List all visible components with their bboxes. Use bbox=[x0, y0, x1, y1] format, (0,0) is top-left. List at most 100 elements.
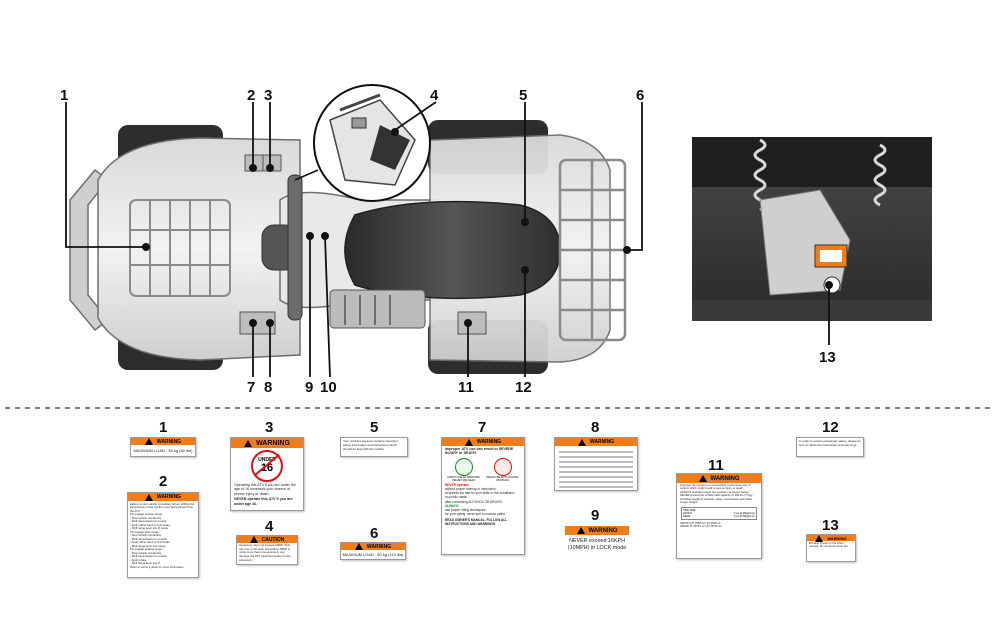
callout-1: 1 bbox=[60, 87, 68, 104]
under-16-icon: UNDER 16 bbox=[251, 450, 283, 482]
label-number-7: 7 bbox=[478, 419, 486, 436]
label-11-rear-pressure: 7 psi (0.49kgf/cm²) bbox=[733, 514, 755, 518]
callout-13: 13 bbox=[819, 349, 836, 366]
label-11-header: WARNING bbox=[710, 475, 740, 482]
callout-11: 11 bbox=[458, 379, 474, 396]
no-alcohol-icon bbox=[493, 457, 512, 476]
label-7-never: NEVER operate: bbox=[445, 482, 470, 487]
warning-label-8: WARNING bbox=[554, 437, 638, 491]
label-number-11: 11 bbox=[708, 457, 724, 474]
label-number-8: 8 bbox=[591, 419, 599, 436]
label-12-text: In order to ensure passenger safety, ple… bbox=[799, 439, 861, 447]
helmet-icon bbox=[454, 457, 473, 476]
label-numbers: 1 2 3 4 5 6 7 8 9 11 12 13 bbox=[159, 419, 839, 542]
warning-label-6: WARNING MAXIMUM LOAD : 50 kg (110 lbs) bbox=[340, 542, 406, 560]
decal-7-spot bbox=[239, 311, 276, 335]
label-9-header: WARNING bbox=[588, 527, 618, 534]
callout-numbers: 1 2 3 4 5 6 7 8 9 10 11 12 13 bbox=[60, 87, 836, 396]
label-7-footer: READ OWNER'S MANUAL. FOLLOW ALL INSTRUCT… bbox=[445, 518, 508, 527]
label-number-9: 9 bbox=[591, 507, 599, 524]
label-number-6: 6 bbox=[370, 525, 378, 542]
label-number-12: 12 bbox=[822, 419, 839, 436]
label-5-text: Your vehicle's keysets contains importan… bbox=[343, 439, 398, 451]
warning-label-2: WARNING Failure to stop vehicle complete… bbox=[127, 492, 199, 578]
label-11-front-pressure: 7 psi (0.49kgf/cm²) bbox=[733, 511, 755, 515]
label-11-sizes: (FRONT) AT 25X8-12 / AT 25X8-12 (REAR) A… bbox=[680, 521, 722, 529]
callout-8: 8 bbox=[264, 379, 272, 396]
warning-triangle-icon bbox=[464, 438, 473, 446]
handlebar bbox=[287, 174, 303, 321]
warning-label-9: WARNING NEVER exceed 16KPH (10MPH) in LO… bbox=[565, 526, 629, 556]
label-13-text: Exhaust system is hot when running. Do n… bbox=[809, 541, 849, 549]
label-7-always: ALWAYS: bbox=[445, 503, 460, 508]
callout-4: 4 bbox=[430, 87, 439, 104]
label-7-icon-b: NEVER USE WITH ALCOHOL OR DRUGS bbox=[486, 475, 519, 482]
zoom-inset bbox=[294, 84, 431, 202]
caution-label-4: CAUTION Accessory must not exceed 100W. … bbox=[236, 535, 298, 565]
warning-label-1: WARNING MAXIMUM LOAD : 35 kg (80 lbs) bbox=[130, 437, 196, 457]
warning-triangle-icon bbox=[244, 439, 253, 447]
warning-triangle-icon bbox=[577, 438, 586, 446]
label-number-3: 3 bbox=[265, 419, 273, 436]
label-11-rear: REAR bbox=[683, 514, 691, 518]
label-number-13: 13 bbox=[822, 517, 839, 534]
atv-top-view bbox=[69, 120, 627, 374]
callout-5: 5 bbox=[519, 87, 527, 104]
label-13-header: WARNING bbox=[827, 535, 847, 541]
label-11-tire-label: TIRE SIZE: bbox=[683, 508, 697, 512]
label-2-header: WARNING bbox=[156, 494, 182, 500]
label-9-line-1: NEVER exceed 16KPH bbox=[568, 538, 626, 544]
label-7-bullet-6: for your safety, never turn on narrow pa… bbox=[445, 512, 506, 517]
label-number-2: 2 bbox=[159, 473, 167, 490]
label-7-icon-a: ALWAYS USE AN APPROVED HELMET AND GEAR bbox=[447, 475, 480, 482]
callout-12: 12 bbox=[515, 379, 532, 396]
label-4-text: Accessory must not exceed 100W. Only use… bbox=[239, 543, 291, 562]
warning-triangle-icon bbox=[576, 527, 585, 534]
label-number-5: 5 bbox=[370, 419, 378, 436]
callout-9: 9 bbox=[305, 379, 313, 396]
label-1-header: WARNING bbox=[156, 438, 182, 445]
callout-dots bbox=[142, 128, 833, 327]
warning-triangle-icon bbox=[698, 475, 707, 482]
label-2-text: Failure to stop vehicle completely befor… bbox=[130, 502, 195, 569]
info-label-12: In order to ensure passenger safety, ple… bbox=[796, 437, 864, 457]
label-number-1: 1 bbox=[159, 419, 167, 436]
under-text: UNDER bbox=[258, 457, 276, 463]
warning-triangle-icon bbox=[815, 535, 824, 542]
label-number-4: 4 bbox=[265, 518, 274, 535]
callout-6: 6 bbox=[636, 87, 644, 104]
label-3-never: NEVER operate this ATV if you are under … bbox=[234, 497, 293, 506]
label-1-text: MAXIMUM LOAD : 35 kg (80 lbs) bbox=[133, 448, 193, 453]
label-7-bullet-2: at speeds too fast for your skills or th… bbox=[445, 491, 515, 496]
label-7-bullet-1: without proper training or instruction. bbox=[445, 487, 497, 492]
callout-2: 2 bbox=[247, 87, 255, 104]
label-11-text: Improper tire pressure or overloading co… bbox=[680, 483, 754, 505]
label-11-front: FRONT bbox=[683, 511, 692, 515]
callout-3: 3 bbox=[264, 87, 272, 104]
label-6-text: MAXIMUM LOAD : 50 kg (110 lbs) bbox=[342, 552, 404, 557]
front-body bbox=[97, 137, 301, 361]
warning-triangle-icon bbox=[144, 493, 153, 501]
callout-10: 10 bbox=[320, 379, 337, 396]
warning-label-7: WARNING Improper ATV use can result in S… bbox=[441, 437, 525, 555]
label-7-lead: Improper ATV use can result in SEVERE IN… bbox=[445, 447, 514, 456]
label-3-header: WARNING bbox=[256, 439, 290, 447]
footwell bbox=[329, 289, 426, 329]
label-3-text: Operating this ATV if you are under the … bbox=[234, 483, 296, 496]
label-7-header: WARNING bbox=[476, 439, 502, 445]
label-8-header: WARNING bbox=[589, 439, 615, 445]
warning-triangle-icon bbox=[249, 536, 258, 543]
callout-7: 7 bbox=[247, 379, 255, 396]
label-9-line-2: (10MPH) in LOCK mode bbox=[567, 544, 627, 551]
age-text: 16 bbox=[260, 462, 274, 474]
warning-triangle-icon bbox=[354, 543, 363, 550]
warning-label-13: WARNING Exhaust system is hot when runni… bbox=[806, 534, 856, 562]
front-rack bbox=[129, 199, 231, 297]
info-label-5: Your vehicle's keysets contains importan… bbox=[340, 437, 408, 457]
exhaust-photo bbox=[692, 137, 932, 321]
warning-triangle-icon bbox=[144, 438, 153, 445]
label-4-header: CAUTION bbox=[261, 536, 285, 543]
label-7-bullet-5: use proper riding techniques. bbox=[445, 507, 487, 512]
warning-label-3: WARNING UNDER 16 Operating this ATV if y… bbox=[230, 437, 304, 511]
